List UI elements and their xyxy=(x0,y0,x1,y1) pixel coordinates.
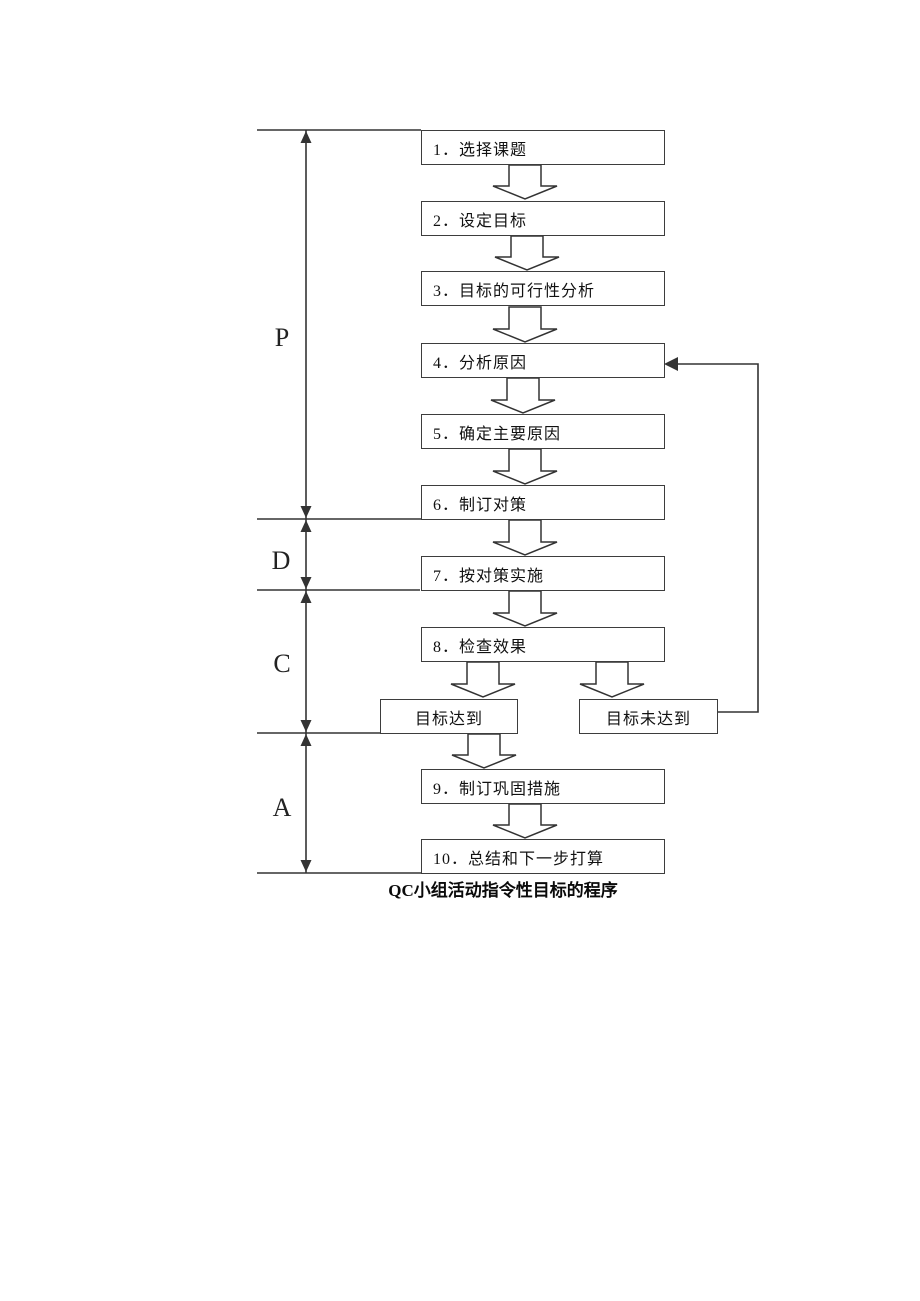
pdca-arrowhead-down-4 xyxy=(300,860,312,872)
phase-label-d: D xyxy=(271,546,291,575)
pdca-arrowhead-down-3 xyxy=(300,720,312,732)
flow-arrow-1 xyxy=(492,164,558,200)
pdca-arrowhead-up-1 xyxy=(300,131,312,143)
flow-arrow-2 xyxy=(494,235,560,271)
flow-arrow-3 xyxy=(492,306,558,343)
phase-label-c: C xyxy=(273,649,291,678)
flow-arrow-8 xyxy=(450,661,516,698)
flow-arrow-7 xyxy=(492,590,558,627)
flow-arrow-6 xyxy=(492,519,558,556)
step-box-10: 10．总结和下一步打算 xyxy=(421,839,665,874)
flow-arrow-10 xyxy=(451,733,517,769)
pdca-arrowhead-down-2 xyxy=(300,577,312,589)
flow-arrow-9 xyxy=(579,661,645,698)
pdca-arrowhead-up-4 xyxy=(300,734,312,746)
outcome-box-goal-not-achieved: 目标未达到 xyxy=(579,699,718,734)
step-box-3: 3．目标的可行性分析 xyxy=(421,271,665,306)
step-box-7: 7．按对策实施 xyxy=(421,556,665,591)
step-box-4: 4．分析原因 xyxy=(421,343,665,378)
step-box-5: 5．确定主要原因 xyxy=(421,414,665,449)
pdca-arrowhead-up-2 xyxy=(300,520,312,532)
phase-label-p: P xyxy=(274,323,290,352)
step-box-9: 9．制订巩固措施 xyxy=(421,769,665,804)
outcome-box-goal-achieved: 目标达到 xyxy=(380,699,518,734)
feedback-connector xyxy=(678,363,759,713)
step-box-2: 2．设定目标 xyxy=(421,201,665,236)
pdca-arrowhead-down-1 xyxy=(300,506,312,518)
figure-caption: QC小组活动指令性目标的程序 xyxy=(388,881,618,900)
flow-arrow-11 xyxy=(492,803,558,839)
phase-label-a: A xyxy=(272,793,292,822)
step-box-1: 1．选择课题 xyxy=(421,130,665,165)
feedback-arrowhead-left xyxy=(664,357,678,371)
pdca-arrowhead-up-3 xyxy=(300,591,312,603)
step-box-8: 8．检查效果 xyxy=(421,627,665,662)
step-box-6: 6．制订对策 xyxy=(421,485,665,520)
flow-arrow-4 xyxy=(490,377,556,414)
flow-arrow-5 xyxy=(492,448,558,485)
